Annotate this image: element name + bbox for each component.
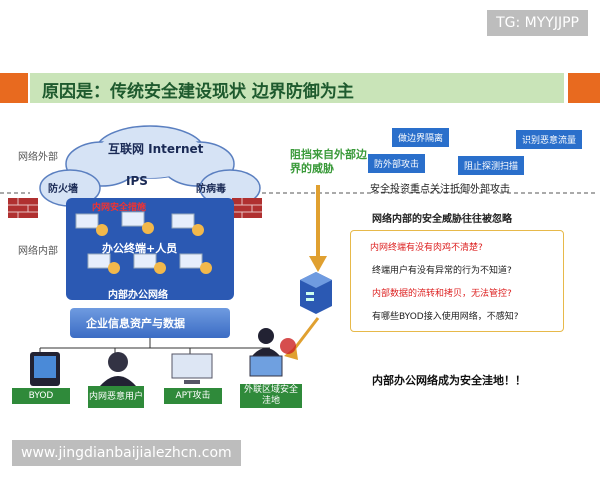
- watermark-top: TG: MYYJJPP: [487, 10, 588, 36]
- label-inside-network: 网络内部: [18, 246, 58, 257]
- enterprise-assets-box: [70, 308, 230, 338]
- question-item: 有哪些BYOD接入使用网络，不感知?: [372, 312, 519, 322]
- conclusion-text: 内部办公网络成为安全洼地！！: [372, 374, 526, 387]
- title-background: [30, 73, 564, 103]
- title-accent-right: [568, 73, 600, 103]
- tag-isolation: 做边界隔离: [392, 128, 450, 147]
- external-zone-user-icon: [249, 328, 296, 377]
- device-label-malicious-user: 内网恶意用户: [88, 386, 144, 408]
- firewall-icon-left: [8, 198, 38, 218]
- malicious-user-icon: [100, 352, 136, 386]
- terminal-icon: [121, 211, 154, 234]
- terminal-icon: [87, 253, 120, 274]
- terminal-icon: [171, 213, 204, 236]
- tag-prevent-attack: 防外部攻击: [368, 154, 426, 173]
- page-title: 原因是：传统安全建设现状 边界防御为主: [42, 82, 354, 102]
- apt-attack-icon: [171, 353, 213, 384]
- terminal-icon: [179, 253, 212, 274]
- focus-text: 安全投资重点关注抵御外部攻击: [370, 184, 510, 195]
- antivirus-label: 防病毒: [196, 184, 226, 195]
- enterprise-assets-label: 企业信息资产与数据: [86, 317, 185, 330]
- question-item: 内网终端有没有肉鸡不清楚?: [370, 243, 483, 253]
- server-icon: [300, 272, 332, 314]
- question-item: 终端用户有没有异常的行为不知道?: [372, 266, 512, 276]
- title-accent-left: [0, 73, 28, 103]
- ignored-text: 网络内部的安全威胁往往被忽略: [372, 214, 512, 225]
- internal-security-label: 内网安全措施: [92, 203, 147, 213]
- questions-box: [350, 230, 564, 332]
- arrow-label: 阻挡来自外部边界的威胁: [290, 148, 367, 175]
- office-network-label: 内部办公网络: [108, 290, 168, 301]
- tag-block-scan: 阻止探测扫描: [458, 156, 525, 175]
- question-item: 内部数据的流转和拷贝，无法管控?: [372, 289, 512, 299]
- title-bar: 原因是：传统安全建设现状 边界防御为主: [0, 73, 600, 105]
- office-terminals-label: 办公终端+人员: [102, 242, 178, 255]
- firewall-icon-right: [232, 198, 262, 218]
- internet-cloud: [39, 125, 261, 207]
- terminal-icon: [75, 213, 108, 236]
- ips-label: IPS: [126, 174, 148, 188]
- watermark-bottom: www.jingdianbaijialezhcn.com: [12, 440, 241, 466]
- internet-label: 互联网 Internet: [108, 142, 204, 156]
- label-outside-network: 网络外部: [18, 152, 58, 163]
- device-label-byod: BYOD: [12, 388, 70, 404]
- device-label-apt-attack: APT攻击: [164, 388, 222, 404]
- byod-phone-icon: [30, 352, 60, 386]
- terminal-icon: [133, 253, 166, 274]
- office-terminals-group: [75, 211, 212, 274]
- firewall-label: 防火墙: [48, 184, 78, 195]
- defense-arrow-head: [309, 256, 327, 272]
- tag-identify-traffic: 识别恶意流量: [516, 130, 583, 149]
- internal-arrow-shaft: [290, 317, 320, 353]
- device-label-external-zone: 外联区域安全洼地: [240, 384, 302, 408]
